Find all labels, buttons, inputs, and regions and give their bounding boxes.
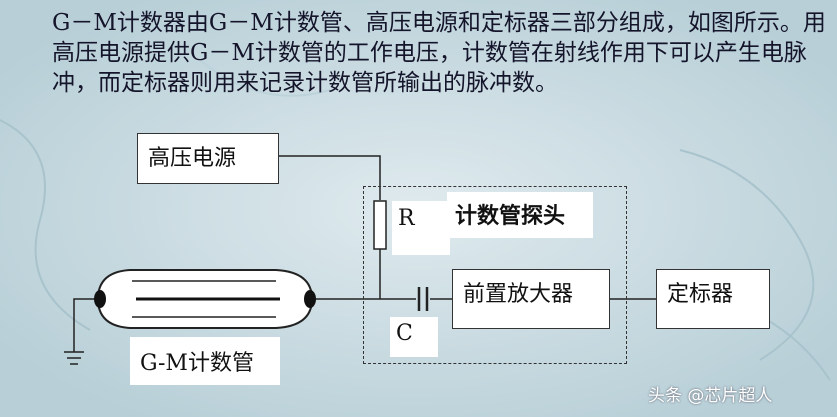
probe-title: 计数管探头 [447, 192, 593, 238]
resistor-label: R [392, 201, 450, 255]
probe-dashed-outline [363, 186, 627, 364]
hv-supply-box: 高压电源 [137, 133, 279, 184]
gm-tube-label: G-M计数管 [130, 337, 280, 385]
intro-paragraph: G－M计数器由G－M计数管、高压电源和定标器三部分组成，如图所示。用高压电源提供… [52, 10, 826, 96]
capacitor-label: C [390, 317, 438, 357]
scaler-box: 定标器 [656, 269, 770, 329]
preamp-box: 前置放大器 [452, 269, 610, 329]
watermark: 头条 @芯片超人 [648, 386, 773, 406]
gm-tube-drawing [94, 269, 316, 329]
